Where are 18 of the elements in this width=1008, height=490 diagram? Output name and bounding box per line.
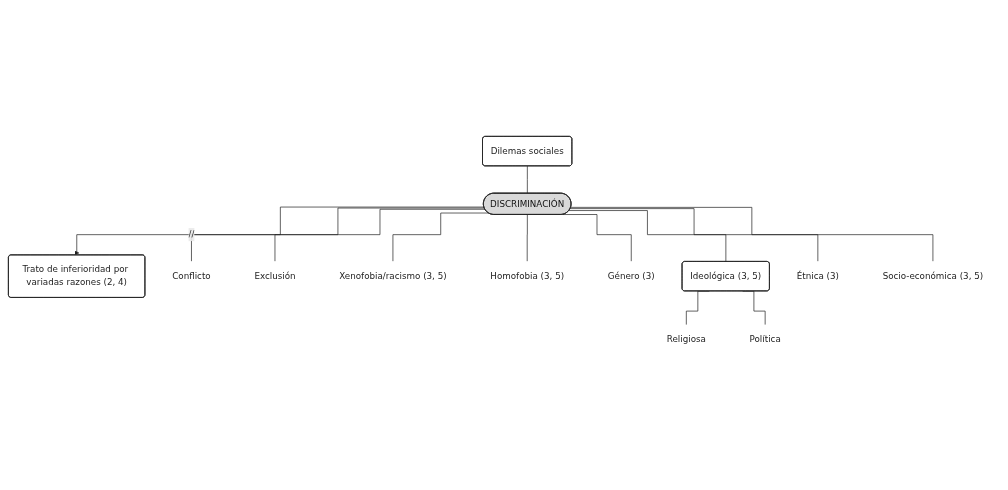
node-text: Xenofobia/racismo (3, 5) — [339, 270, 447, 281]
node-text: Género (3) — [607, 270, 655, 281]
connector — [527, 165, 528, 194]
node-text: Exclusión — [254, 270, 296, 281]
connector — [191, 207, 485, 262]
node-text: Étnica (3) — [796, 270, 839, 281]
node-text: Religiosa — [666, 333, 706, 345]
node-text: Homofobia (3, 5) — [490, 270, 565, 281]
connector — [570, 206, 934, 262]
connector — [392, 212, 489, 262]
connector — [526, 214, 528, 262]
connector — [568, 209, 727, 262]
connector — [274, 208, 486, 262]
node-text: Conflicto — [172, 270, 211, 281]
connector — [569, 207, 819, 262]
edge-label: // — [188, 228, 195, 240]
node-text: Socio-económica (3, 5) — [882, 270, 984, 281]
node-text: Política — [749, 333, 781, 345]
